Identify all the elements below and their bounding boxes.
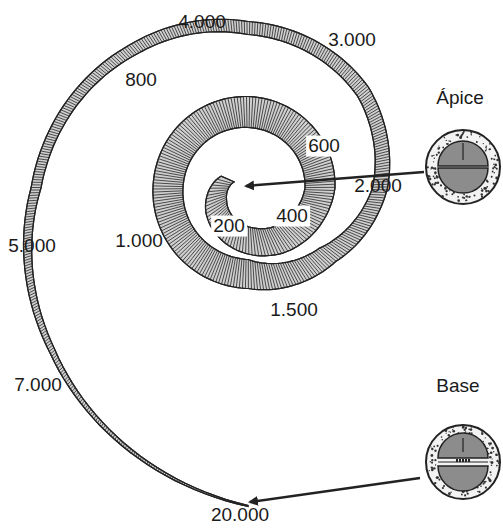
region-label: Base — [434, 376, 481, 397]
frequency-label: 5.000 — [6, 236, 58, 257]
cross-sections — [426, 130, 500, 499]
frequency-label: 7.000 — [12, 375, 64, 396]
frequency-label: 200 — [211, 216, 247, 237]
frequency-label: 400 — [274, 206, 310, 227]
region-label: Ápice — [434, 88, 486, 109]
basilar-membrane-spiral — [24, 19, 390, 506]
frequency-label: 2.000 — [352, 176, 404, 197]
frequency-label: 3.000 — [326, 30, 378, 51]
frequency-label: 800 — [123, 70, 159, 91]
frequency-label: 600 — [306, 136, 342, 157]
frequency-label: 20.000 — [209, 505, 271, 526]
frequency-label: 4.000 — [176, 12, 228, 33]
frequency-label: 1.500 — [268, 300, 320, 321]
base-arrow — [250, 478, 420, 502]
frequency-label: 1.000 — [113, 231, 165, 252]
